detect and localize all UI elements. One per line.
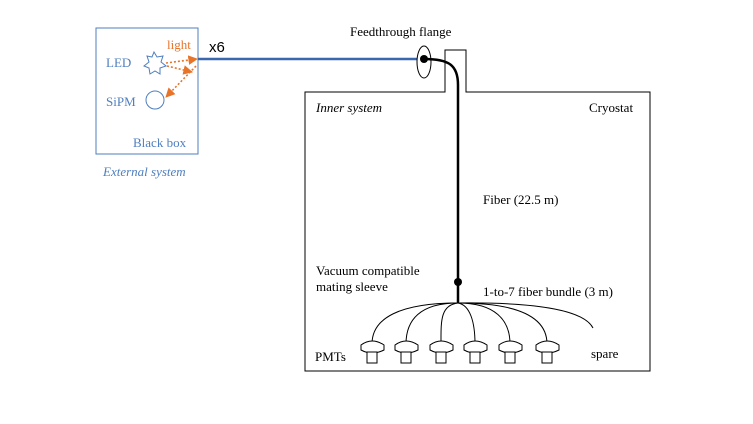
pmt-1 xyxy=(360,340,385,364)
pmt-2 xyxy=(394,340,419,364)
pmts-label: PMTs xyxy=(315,349,346,364)
mating-sleeve-label-line2: mating sleeve xyxy=(316,279,388,294)
light-ray-out xyxy=(165,55,198,65)
fiber-fanout xyxy=(371,302,594,345)
flange-label: Feedthrough flange xyxy=(350,24,452,39)
mating-sleeve-label-line1: Vacuum compatible xyxy=(316,263,420,278)
black-box xyxy=(95,27,199,155)
multiplicity-label: x6 xyxy=(209,39,225,56)
external-system-label: External system xyxy=(102,164,186,179)
mating-sleeve-dot xyxy=(454,278,462,286)
led-star-icon xyxy=(143,50,168,75)
light-ray-to-sipm xyxy=(165,65,197,98)
pmt-6 xyxy=(535,340,560,364)
black-box-label: Black box xyxy=(133,135,187,150)
light-ray-down xyxy=(166,65,193,75)
fiber-bundle-label: 1-to-7 fiber bundle (3 m) xyxy=(483,284,613,299)
pmt-5 xyxy=(498,340,523,364)
sipm-circle-icon xyxy=(145,90,165,110)
spare-label: spare xyxy=(591,346,619,361)
led-label: LED xyxy=(106,55,131,70)
inner-system-label: Inner system xyxy=(315,100,382,115)
fiber-length-label: Fiber (22.5 m) xyxy=(483,192,558,207)
internal-fiber xyxy=(423,57,460,303)
sipm-label: SiPM xyxy=(106,94,136,109)
pmt-4 xyxy=(463,340,488,364)
pmt-3 xyxy=(429,340,454,364)
cryostat-label: Cryostat xyxy=(589,100,633,115)
light-label: light xyxy=(167,37,191,52)
cryostat-outline xyxy=(304,49,651,372)
